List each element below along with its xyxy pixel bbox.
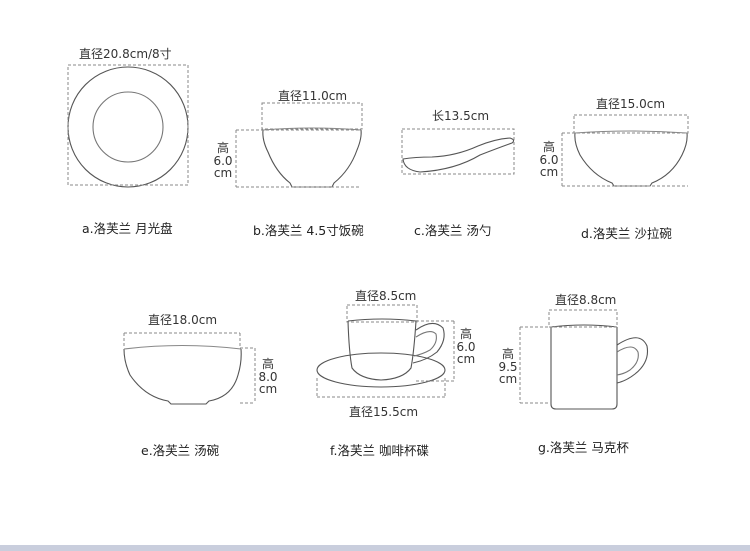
- caption-soup-bowl: e.洛芙兰 汤碗: [141, 443, 220, 458]
- mug-diameter-label: 直径8.8cm: [555, 293, 617, 307]
- caption-plate: a.洛芙兰 月光盘: [82, 221, 173, 236]
- rice-bowl-diameter-label: 直径11.0cm: [278, 89, 348, 103]
- caption-mug: g.洛芙兰 马克杯: [538, 440, 629, 455]
- salad-bowl-icon: [574, 130, 688, 187]
- cup-diameter-label: 直径8.5cm: [355, 289, 417, 303]
- bottom-divider: [0, 545, 750, 551]
- spoon-length-label: 长13.5cm: [432, 109, 490, 123]
- caption-spoon: c.洛芙兰 汤勺: [414, 223, 492, 238]
- soup-bowl-diameter-label: 直径18.0cm: [148, 313, 218, 327]
- mug-icon: [550, 324, 649, 410]
- spoon-icon: [402, 137, 515, 173]
- caption-salad-bowl: d.洛芙兰 沙拉碗: [581, 226, 672, 241]
- caption-coffee-set: f.洛芙兰 咖啡杯碟: [330, 443, 429, 458]
- plate-icon: [67, 66, 189, 188]
- caption-rice-bowl: b.洛芙兰 4.5寸饭碗: [253, 223, 364, 238]
- coffee-cup-icon: [316, 318, 446, 388]
- saucer-diameter-label: 直径15.5cm: [349, 405, 419, 419]
- rice-bowl-icon: [262, 127, 362, 188]
- soup-bowl-icon: [123, 344, 242, 405]
- plate-diameter-label: 直径20.8cm/8寸: [79, 47, 172, 61]
- salad-bowl-diameter-label: 直径15.0cm: [596, 97, 666, 111]
